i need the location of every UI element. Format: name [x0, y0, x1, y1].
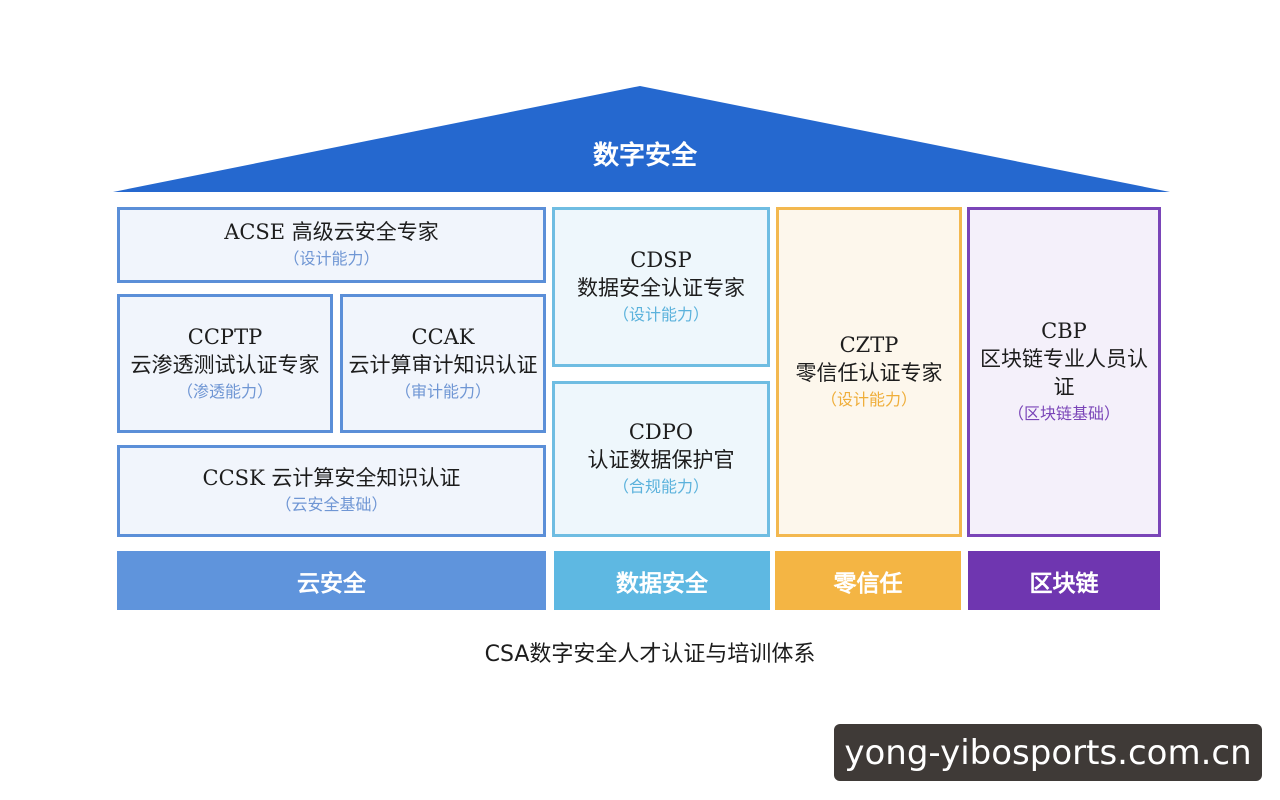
cbp-code: CBP — [1041, 319, 1087, 343]
cdsp-title: 数据安全认证专家 — [577, 276, 745, 300]
ccak-box: CCAK 云计算审计知识认证 （审计能力） — [340, 294, 546, 433]
cbp-title-cont: 证 — [1053, 375, 1075, 399]
roof-title: 数字安全 — [592, 141, 697, 171]
cbp-title: 区块链专业人员认 — [980, 347, 1148, 371]
cdpo-sub: （合规能力） — [612, 477, 709, 496]
roof-shape — [113, 86, 1170, 192]
cbp-sub: （区块链基础） — [1007, 404, 1120, 423]
ccsk-sub: （云安全基础） — [275, 495, 388, 514]
ccsk-title: CCSK 云计算安全知识认证 — [202, 466, 461, 490]
acse-box: ACSE 高级云安全专家 （设计能力） — [117, 207, 546, 283]
ccak-sub: （审计能力） — [394, 381, 491, 401]
ccsk-box: CCSK 云计算安全知识认证 （云安全基础） — [117, 445, 546, 537]
base-cloud-security: 云安全 — [117, 551, 546, 610]
acse-title: ACSE 高级云安全专家 — [224, 220, 439, 244]
cbp-box: CBP 区块链专业人员认 证 （区块链基础） — [967, 207, 1161, 537]
ccptp-box: CCPTP 云渗透测试认证专家 （渗透能力） — [117, 294, 333, 433]
base-data-security: 数据安全 — [554, 551, 770, 610]
ccptp-code: CCPTP — [187, 324, 263, 349]
cdsp-box: CDSP 数据安全认证专家 （设计能力） — [552, 207, 770, 367]
acse-sub: （设计能力） — [283, 249, 380, 268]
site-watermark: yong-yibosports.com.cn — [834, 724, 1262, 781]
cztp-sub: （设计能力） — [820, 390, 917, 409]
cdpo-title: 认证数据保护官 — [587, 448, 735, 472]
ccptp-sub: （渗透能力） — [176, 381, 273, 401]
cdsp-sub: （设计能力） — [612, 305, 709, 324]
cdpo-box: CDPO 认证数据保护官 （合规能力） — [552, 381, 770, 537]
base-blockchain: 区块链 — [968, 551, 1160, 610]
ccak-code: CCAK — [411, 324, 475, 349]
ccak-title: 云计算审计知识认证 — [348, 352, 538, 377]
cdsp-code: CDSP — [630, 248, 692, 272]
cdpo-code: CDPO — [628, 420, 694, 444]
cztp-code: CZTP — [839, 333, 899, 357]
base-zero-trust: 零信任 — [775, 551, 961, 610]
cztp-box: CZTP 零信任认证专家 （设计能力） — [776, 207, 962, 537]
ccptp-title: 云渗透测试认证专家 — [130, 352, 320, 377]
cztp-title: 零信任认证专家 — [795, 361, 943, 385]
diagram-caption: CSA数字安全人才认证与培训体系 — [484, 642, 816, 667]
